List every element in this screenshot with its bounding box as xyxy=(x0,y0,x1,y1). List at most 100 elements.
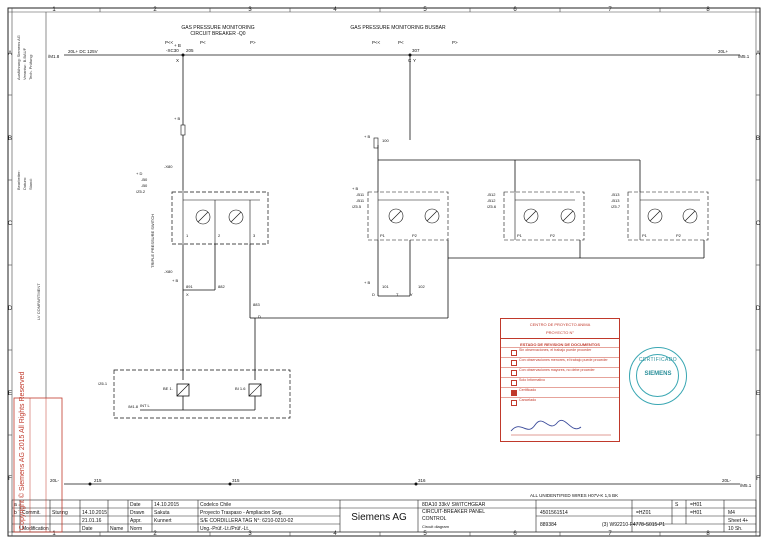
tb-description: CONTROL xyxy=(422,516,447,522)
tb-client: Codelco Chile xyxy=(200,502,231,508)
col-label: 7 xyxy=(608,531,612,537)
terminal-label: + B xyxy=(174,43,181,48)
terminal-label: 883 xyxy=(253,302,260,307)
pin-label: 3 xyxy=(253,233,256,238)
terminal-label: 101 xyxy=(382,284,389,289)
stamp-header: CENTRO DE PROYECTO ANIMA xyxy=(529,322,591,327)
terminal-label: + B xyxy=(174,116,180,121)
tb-path: Ung.-Prüf.-Lt./Prüf.-Lt. xyxy=(200,526,249,532)
rev-header: Date xyxy=(82,526,93,532)
col-label: 5 xyxy=(423,531,427,537)
relay-label: BE 1. xyxy=(163,386,173,391)
tb-s: S xyxy=(675,502,679,508)
device-ref: -X80 xyxy=(164,164,173,169)
tb-tag: S/E CORDILLERA TAG N°: 6210-0210-02 xyxy=(200,518,293,524)
stamp-row: Solo Informativo xyxy=(501,377,619,387)
checkbox-icon xyxy=(511,400,517,406)
col-label: 3 xyxy=(248,7,252,13)
terminal-label: 102 xyxy=(418,284,425,289)
row-label: E xyxy=(8,391,12,397)
tb-sheet: Sheet 4+ xyxy=(728,518,748,524)
col-label: 8 xyxy=(706,531,710,537)
row-label: A xyxy=(756,51,760,57)
pin-label: P2 xyxy=(550,233,556,238)
stamp-row-text: Solo Informativo xyxy=(519,378,545,382)
device-ref: + D xyxy=(136,171,142,176)
rev-mark: b xyxy=(14,510,17,516)
pressure-label: P< xyxy=(200,40,206,45)
tb-docno: 889384 xyxy=(540,522,557,528)
tb-hz: =HZ01 xyxy=(636,510,651,516)
tb-description: 8DA10 33kV SWITCHGEAR xyxy=(422,502,486,508)
rev-header: Modification xyxy=(22,526,49,532)
col-label: 6 xyxy=(513,7,517,13)
device-ref: -X80 xyxy=(164,269,173,274)
copyright-text: Copyright © Siemens AG 2015 All Rights R… xyxy=(18,371,26,530)
terminal-label: + B xyxy=(172,278,178,283)
col-label: 1 xyxy=(52,531,56,537)
terminal-label: X xyxy=(176,58,179,63)
left-note: Bearbeiter: xyxy=(16,170,21,190)
seal-brand-text: SIEMENS xyxy=(644,371,672,377)
supply-dc-label: 20L+ DC 125V xyxy=(68,49,98,54)
terminal-label: Y xyxy=(413,58,416,63)
rev-header: Name xyxy=(110,526,124,532)
busbar-switch-b13 xyxy=(627,191,709,241)
left-note: Stand: xyxy=(28,178,33,190)
row-label: D xyxy=(756,306,761,312)
device-ref: -B12 xyxy=(487,198,496,203)
supply-ref: /M1.8 xyxy=(48,54,60,59)
stamp-row-text: Certificado xyxy=(519,388,537,392)
breaker-switch-label: TRIPLE PRESSURE SWITCH xyxy=(150,214,155,268)
tb-label: Drawn xyxy=(130,510,145,516)
pin-label: P1 xyxy=(517,233,523,238)
relay-box xyxy=(113,369,291,419)
relay-ref: /M1.8 xyxy=(128,404,139,409)
supply-ref: 20L+ xyxy=(718,49,729,54)
tb-date: 21.01.16 xyxy=(82,518,102,524)
device-ref: -B13 xyxy=(611,198,620,203)
signature-icon xyxy=(510,420,611,436)
tb-date: 14.10.2015 xyxy=(154,502,179,508)
wire-note: ALL UNIDENTIFIED WIRES H07V-K 1,5 BK xyxy=(530,493,618,498)
device-ref: -B12 xyxy=(487,192,496,197)
header-busbar: GAS PRESSURE MONITORING BUSBAR xyxy=(350,25,446,31)
device-ref: -B11 xyxy=(356,198,365,203)
pin-label: P2 xyxy=(412,233,418,238)
checkbox-icon xyxy=(511,370,517,376)
outer-frame xyxy=(7,7,761,537)
stamp-row-text: Con observaciones menores, el trabajo pu… xyxy=(519,358,608,362)
terminal-label: 891 xyxy=(186,284,193,289)
col-label: 5 xyxy=(423,7,427,13)
terminal-label: -XC30 xyxy=(166,48,179,53)
row-label: C xyxy=(756,221,761,227)
tb-project: Proyecto Traspaso - Ampliacion Swg. xyxy=(200,510,283,516)
row-label: B xyxy=(756,136,760,142)
terminal-label: + B xyxy=(364,280,370,285)
terminal-label: + B xyxy=(364,134,370,139)
stamp-row: Con observaciones menores, el trabajo pu… xyxy=(501,357,619,367)
device-ref: -B11 xyxy=(356,192,365,197)
review-stamp: CENTRO DE PROYECTO ANIMA PROYECTO N° EST… xyxy=(500,318,620,442)
device-ref: /Z5.6 xyxy=(487,204,497,209)
device-ref: /Z5.7 xyxy=(611,204,621,209)
row-label: A xyxy=(8,51,12,57)
device-ref: -B13 xyxy=(611,192,620,197)
pin-label: P1 xyxy=(380,233,386,238)
left-note: Datum: xyxy=(22,177,27,190)
col-label: 4 xyxy=(333,7,337,13)
tb-label: Date xyxy=(130,502,141,508)
terminal-label: 316 xyxy=(418,478,426,483)
stamp-row-text: Cancelado xyxy=(519,398,537,402)
rev-name: Sturing xyxy=(52,510,68,516)
col-label: 2 xyxy=(153,7,157,13)
terminal-label: D xyxy=(258,314,261,319)
lv-compartment-label: LV COMPARTMENT xyxy=(36,283,41,320)
tb-description: CIRCUIT-BREAKER PANEL xyxy=(422,509,485,515)
tb-appr: Kunnert xyxy=(154,518,172,524)
left-note: Tech. Prüfung: xyxy=(28,54,33,80)
pressure-label: P> xyxy=(452,40,458,45)
device-ref: /Z5.2 xyxy=(136,189,146,194)
terminal-label: 315 xyxy=(232,478,240,483)
